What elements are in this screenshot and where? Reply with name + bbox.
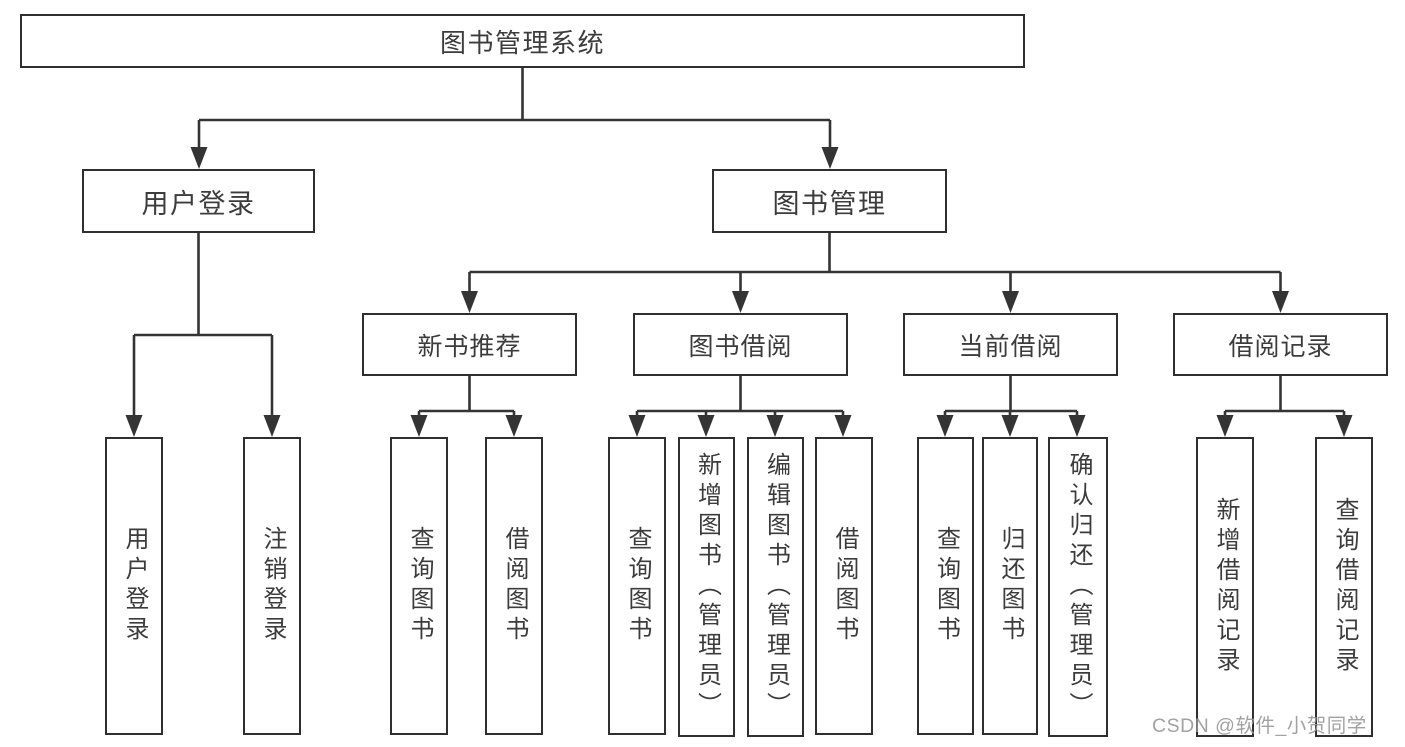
- node-book-borrowing: 图书借阅: [633, 313, 848, 376]
- node-user-login: 用户登录: [82, 169, 315, 233]
- node-book-management: 图书管理: [712, 169, 947, 233]
- node-user-login-leaf: 用户登录: [105, 437, 163, 735]
- node-borrow-books-recommend: 借阅图书: [485, 437, 543, 735]
- csdn-watermark: CSDN @软件_小贺同学: [1152, 715, 1367, 737]
- node-current-borrowing: 当前借阅: [903, 313, 1118, 376]
- node-new-book-recommendation: 新书推荐: [362, 313, 577, 376]
- node-edit-book-admin: 编辑图书（管理员）: [747, 437, 804, 737]
- node-query-borrow-record: 查询借阅记录: [1315, 437, 1373, 737]
- node-return-books: 归还图书: [982, 437, 1038, 735]
- node-add-book-admin: 新增图书（管理员）: [678, 437, 735, 737]
- node-query-books-borrowing: 查询图书: [608, 437, 666, 735]
- node-add-borrow-record: 新增借阅记录: [1196, 437, 1254, 737]
- node-query-books-current: 查询图书: [917, 437, 974, 735]
- node-confirm-return-admin: 确认归还（管理员）: [1048, 437, 1108, 737]
- node-borrow-books-leaf: 借阅图书: [815, 437, 873, 735]
- node-query-books-recommend: 查询图书: [390, 437, 448, 735]
- node-borrowing-records: 借阅记录: [1173, 313, 1388, 376]
- node-logout: 注销登录: [243, 437, 301, 735]
- node-root: 图书管理系统: [20, 14, 1025, 68]
